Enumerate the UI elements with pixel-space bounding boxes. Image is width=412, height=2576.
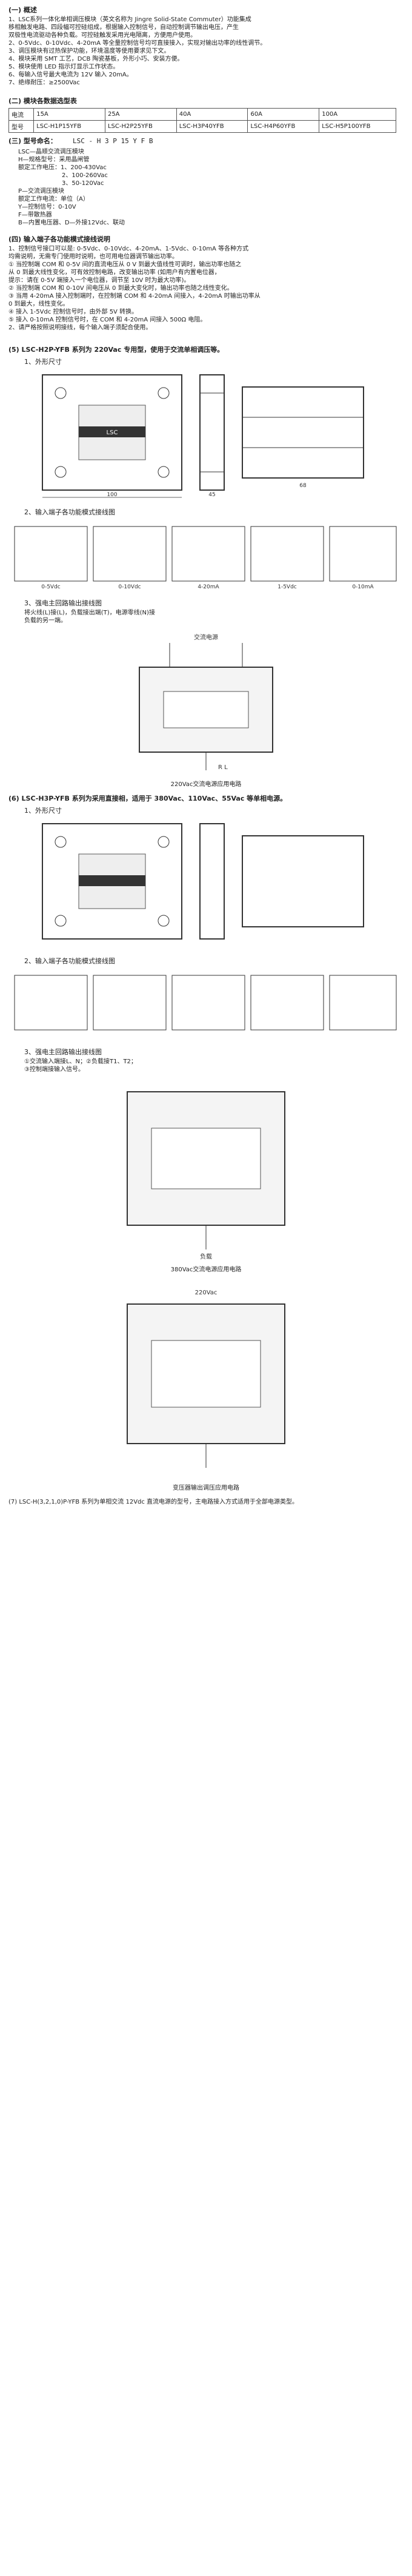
mode-line: ② 当控制端 COM 和 0-10V 间电压从 0 到最大变化时，输出功率也随之…: [8, 285, 233, 292]
sec220-main-line: 负载的另一端。: [24, 617, 67, 624]
table-cell: 40A: [176, 108, 248, 121]
sec220-main-title: 3、强电主回路输出接线图: [24, 599, 102, 607]
model-code: LSC - H 3 P 15 Y F B: [73, 137, 153, 145]
wiring-label: 4-20mA: [198, 584, 219, 590]
table-row: 型号 LSC-H1P15YFB LSC-H2P25YFB LSC-H3P40YF…: [8, 120, 396, 133]
model-code-item: F—带散热器: [18, 212, 52, 218]
model-code-items: LSC—晶顺交流调压模块 H—规格型号：采用晶闸管 额定工作电压：1、200-4…: [18, 148, 321, 227]
intro-lines: 1、LSC系列一体化单相调压模块（英文名称为 Jingre Solid-Stat…: [8, 16, 402, 87]
sec220-dims-title: 1、外形尺寸: [24, 358, 62, 366]
sec220-main-line: 将火线(L)接(L)，负载接出端(T)，电源零线(N)接: [24, 610, 155, 616]
model-code-item: B—内置电压器、D—外接12Vdc、联动: [18, 220, 125, 226]
brand-label: LSC: [107, 429, 118, 436]
sec380-main-line: ①交流输入端接L、N；②负载接T1、T2；: [24, 1058, 137, 1065]
model-code-title: (三) 型号命名：: [8, 137, 57, 145]
sec220-dimension-drawing: LSC 100 45 68: [42, 374, 364, 498]
table-cell: 100A: [319, 108, 396, 121]
intro-heading: (一) 概述: [8, 6, 37, 14]
intro-line: 移相触发电路、四段幅可控硅组成，根据输入控制信号，自动控制调节输出电压，产生: [8, 24, 239, 31]
mode-line: ⑤ 接入 0-10mA 控制信号时，在 COM 和 4-20mA 间接入 500…: [8, 317, 207, 323]
model-code-item: 额定工作电压：1、200-430Vac: [18, 164, 107, 171]
model-code-item: 3、50-120Vac: [62, 180, 104, 187]
sec380-main-title: 3、强电主回路输出接线图: [24, 1048, 102, 1056]
sec380-title: (6) LSC-H3P-YFB 系列为采用直接相，适用于 380Vac、110V…: [8, 795, 287, 802]
intro-line: 6、每输入信号最大电流为 12V 输入 20mA。: [8, 72, 133, 78]
mode-line: ④ 接入 1-5Vdc 控制信号时，由外部 5V 转换。: [8, 309, 138, 315]
sec220-wiring-diagram: 0-5Vdc 0-10Vdc 4-20mA 1-5Vdc 0-10mA: [14, 526, 397, 590]
table-cell: LSC-H4P60YFB: [247, 120, 320, 133]
footer-line: (7) LSC-H(3,2,1,0)P-YFB 系列为单相交流 12Vdc 直流…: [8, 1499, 299, 1505]
intro-line: 1、LSC系列一体化单相调压模块（英文名称为 Jingre Solid-Stat…: [8, 16, 251, 23]
model-table: 电流 15A 25A 40A 60A 100A 型号 LSC-H1P15YFB …: [8, 108, 396, 133]
model-code-item: H—规格型号：采用晶闸管: [18, 156, 90, 163]
mode-line: 1、控制信号接口可以是: 0-5Vdc、0-10Vdc、4-20mA、1-5Vd…: [8, 246, 249, 252]
dim-label: 45: [208, 492, 215, 498]
load-label: 负载: [200, 1253, 212, 1260]
model-section-title: (二) 模块各数据选型表: [8, 97, 77, 105]
wiring-label: 1-5Vdc: [277, 584, 297, 590]
fig-caption-trans: 变压器输出调压应用电路: [173, 1485, 239, 1491]
sec380-dims-title: 1、外形尺寸: [24, 807, 62, 815]
model-code-item: P—交流调压模块: [18, 188, 65, 195]
intro-line: 双极性电流驱动各种负载。可控硅触发采用光电隔离，方便用户使用。: [8, 32, 196, 39]
mode-line: ① 当控制端 COM 和 0-5V 间的直流电压从 0 V 到最大值线性可调时，…: [8, 261, 242, 268]
wiring-label: 0-10mA: [352, 584, 374, 590]
mode-line: 2、请严格按照说明接线，每个输入端子须配合使用。: [8, 325, 152, 331]
ac220-label: 220Vac: [195, 1290, 218, 1296]
table-cell: LSC-H3P40YFB: [176, 120, 248, 133]
sec220-title: (5) LSC-H2P-YFB 系列为 220Vac 专用型，使用于交流单相调压…: [8, 346, 224, 354]
model-code-item: LSC—晶顺交流调压模块: [18, 149, 84, 155]
table-cell: 60A: [247, 108, 320, 121]
model-code-item: 2、100-260Vac: [62, 172, 108, 179]
wiring-label: 0-10Vdc: [118, 584, 141, 590]
intro-line: 2、0-5Vdc、0-10Vdc、4-20mA 等全量控制信号均可直接接入，实现…: [8, 40, 267, 47]
model-code-item: 额定工作电流：单位（A）: [18, 196, 89, 203]
fig-caption-380: 380Vac交流电源应用电路: [170, 1266, 242, 1273]
ac380-circuit: 负载: [127, 1091, 285, 1260]
sec380-wiring-diagram: [14, 975, 397, 1031]
mode-line: 从 0 到最大线性变化，可有效控制电路，改变输出功率 (如用户有内置电位器，: [8, 269, 221, 276]
intro-line: 7、绝缘耐压：≥2500Vac: [8, 79, 80, 86]
mode-line: ③ 当用 4-20mA 接入控制端时，在控制端 COM 和 4-20mA 间接入…: [8, 293, 261, 300]
sec380-wiring-title: 2、输入端子各功能模式接线图: [24, 957, 115, 965]
rl-label: R L: [218, 764, 228, 771]
sec220-wiring-title: 2、输入端子各功能模式接线图: [24, 508, 115, 516]
ac220-circuit: 交流电源 R L: [139, 633, 273, 771]
model-code-item: Y—控制信号：0-10V: [18, 204, 76, 210]
fig-caption-220: 220Vac交流电源应用电路: [170, 781, 242, 788]
dim-label: 68: [299, 483, 307, 489]
table-cell: 15A: [33, 108, 105, 121]
ac-source-label: 交流电源: [194, 633, 218, 641]
mode-line: 提示：请在 0-5V 端接入一个电位器，调节至 10V 时为最大功率)。: [8, 277, 190, 284]
table-cell: LSC-H1P15YFB: [33, 120, 105, 133]
intro-line: 4、模块采用 SMT 工艺，DCB 陶瓷基板，外形小巧、安装方便。: [8, 56, 184, 62]
mode-section-title: (四) 输入端子各功能模式接线说明: [8, 235, 110, 243]
sec380-main-line: ③控制端接输入信号。: [24, 1066, 84, 1073]
transformer-circuit: 220Vac: [127, 1290, 285, 1468]
intro-line: 3、调压模块有过热保护功能，环境温度等使用要求见下文。: [8, 48, 170, 55]
table-cell: 25A: [104, 108, 177, 121]
mode-lines: 1、控制信号接口可以是: 0-5Vdc、0-10Vdc、4-20mA、1-5Vd…: [8, 245, 402, 332]
table-cell: 型号: [8, 120, 35, 133]
table-cell: 电流: [8, 108, 35, 121]
mode-line: 0 到最大，线性变化。: [8, 301, 69, 308]
table-cell: LSC-H2P25YFB: [104, 120, 177, 133]
wiring-label: 0-5Vdc: [41, 584, 61, 590]
sec380-dimension-drawing: [42, 823, 364, 940]
mode-line: 均需说明，无需专门使用时说明，也可用电位器调节输出功率。: [8, 254, 178, 260]
table-cell: LSC-H5P100YFB: [319, 120, 396, 133]
table-row: 电流 15A 25A 40A 60A 100A: [8, 108, 396, 121]
intro-line: 5、模块使用 LED 指示灯显示工作状态。: [8, 64, 119, 70]
dim-label: 100: [107, 492, 117, 498]
